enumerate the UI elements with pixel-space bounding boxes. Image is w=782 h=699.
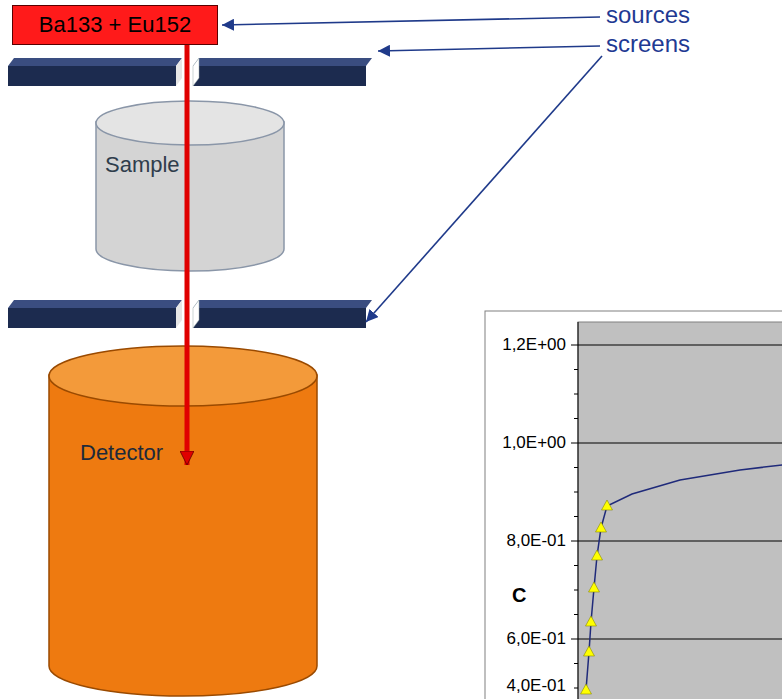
data-point [584, 646, 595, 656]
axis-tick-label: 8,0E-01 [506, 532, 566, 551]
data-point [586, 616, 597, 626]
screens-leader [366, 56, 602, 322]
detector-cylinder-outline [48, 345, 318, 697]
axis-tick-label: 4,0E-01 [506, 677, 566, 696]
source-box: Ba133 + Eu152 [12, 5, 218, 45]
screens-leader [378, 46, 600, 51]
efficiency-chart [485, 311, 782, 699]
detector-cylinder: Detector [48, 345, 318, 697]
data-point [592, 550, 603, 560]
axis-tick-label: 6,0E-01 [506, 630, 566, 649]
data-point [589, 582, 600, 592]
axis-title: C [512, 584, 526, 606]
axis-tick-label: 1,0E+00 [502, 434, 566, 453]
sample-cylinder: Sample [95, 100, 285, 272]
node-label: Sample [105, 152, 180, 178]
data-curve [586, 464, 782, 690]
sample-cylinder-outline [95, 100, 285, 272]
top-screen [8, 58, 372, 86]
axis-tick-label: 1,2E+00 [502, 336, 566, 355]
node-label: Detector [80, 440, 163, 466]
data-point [602, 500, 613, 510]
data-point [596, 522, 607, 532]
data-point [581, 684, 592, 694]
sources-leader [222, 17, 600, 25]
callout-label: sources [606, 2, 690, 28]
beam-arrow [185, 45, 190, 465]
bottom-screen [8, 300, 372, 328]
callout-label: screens [606, 31, 690, 57]
node-label: Ba133 + Eu152 [39, 12, 191, 38]
